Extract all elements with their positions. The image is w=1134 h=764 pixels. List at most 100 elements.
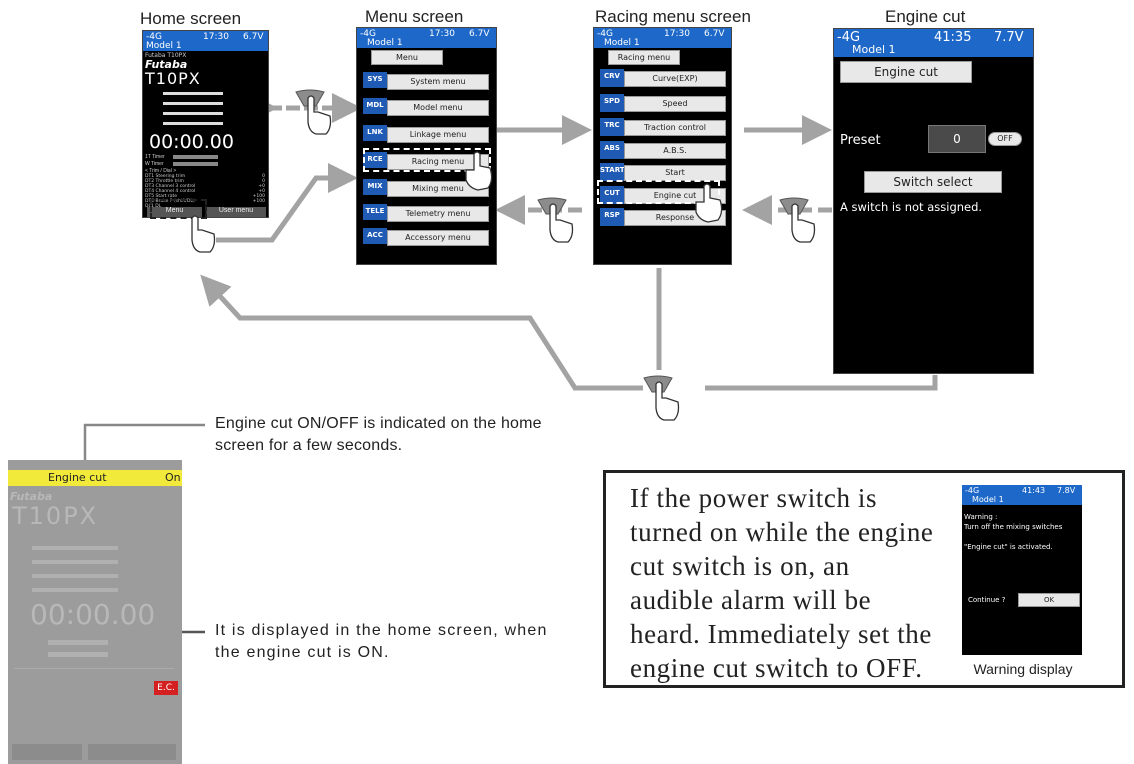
switch-select-button[interactable]: Switch select (864, 171, 1002, 193)
trim-row: DL1 DL (145, 204, 265, 209)
telemetry-icon: TELE (363, 204, 387, 220)
battery-voltage: 7.7V (994, 30, 1024, 45)
trim-area (14, 668, 174, 729)
model-menu-button[interactable]: Model menu (387, 100, 489, 116)
status-bar: -4G 41:43 7.8V Model 1 (962, 485, 1082, 505)
engine-cut-banner: Engine cut On (8, 470, 182, 486)
trim-row: DT6 Brake P (shift/DL)+100 (145, 199, 265, 204)
signal-label: -4G (146, 32, 162, 42)
ec-badge: E.C. (154, 681, 178, 695)
signal-label: -4G (360, 29, 376, 39)
trim-row: DT3 Channel 3 control+0 (145, 184, 265, 189)
ok-button[interactable]: OK (1018, 593, 1080, 607)
banner-state: On (165, 471, 181, 484)
product-logo: T10PX (12, 502, 99, 530)
arrow-home-racing (216, 163, 358, 243)
ch2-bar (32, 560, 118, 564)
timer-bar-1 (48, 640, 108, 645)
start-button[interactable]: Start (624, 165, 726, 181)
user-menu-button[interactable]: User menu (206, 207, 266, 217)
curve-exp-button[interactable]: Curve(EXP) (624, 71, 726, 87)
preset-toggle[interactable]: OFF (988, 132, 1022, 146)
model-name: Model 1 (604, 38, 640, 48)
home-screen-dimmed: Engine cut On Futaba T10PX 00:00.00 E.C. (8, 460, 182, 764)
system-menu-button[interactable]: System menu (387, 74, 489, 90)
status-bar: -4G 17:30 6.7V Model 1 (594, 28, 731, 48)
engine-cut-title: Engine cut (840, 61, 972, 83)
timer-label-2: W Timer (145, 161, 164, 167)
start-icon: START (600, 163, 625, 181)
speed-icon: SPD (600, 94, 624, 112)
battery-voltage: 6.7V (243, 32, 264, 42)
caption-home: Home screen (140, 9, 242, 28)
warning-screen: -4G 41:43 7.8V Model 1 Warning : Turn of… (962, 485, 1082, 655)
traction-icon: TRC (600, 118, 624, 136)
engine-cut-icon: CUT (600, 186, 624, 204)
signal-label: -4G (837, 30, 861, 45)
brand-logo: Futaba (10, 490, 53, 503)
signal-label: -4G (597, 29, 613, 39)
status-bar: -4G 17:30 6.7V Model 1 (143, 31, 268, 51)
menu-button-highlight (150, 199, 207, 219)
clock: 17:30 (429, 29, 455, 39)
warning-text: If the power switch is turned on while t… (630, 483, 934, 683)
abs-button[interactable]: A.B.S. (624, 143, 726, 159)
speed-button[interactable]: Speed (624, 96, 726, 112)
model-small: Futaba T10PX (145, 52, 187, 59)
battery-voltage: 6.7V (469, 29, 490, 39)
timer-display[interactable]: 00:00.00 (149, 131, 234, 153)
brand-logo: Futaba (145, 58, 188, 71)
timer-bar-1 (173, 155, 218, 159)
ch4-bar (32, 588, 118, 592)
timer-display: 00:00.00 (30, 598, 156, 631)
model-icon: MDL (363, 98, 387, 114)
abs-icon: ABS (600, 141, 624, 159)
banner-label: Engine cut (48, 471, 107, 484)
product-logo: T10PX (145, 69, 201, 88)
ch3-bar (32, 574, 118, 578)
response-button[interactable]: Response (624, 210, 726, 226)
trim-header: < Trim / Dial > (145, 168, 177, 174)
traction-control-button[interactable]: Traction control (624, 120, 726, 136)
warning-line-2: Turn off the mixing switches (964, 523, 1063, 531)
caption-racing: Racing menu screen (595, 7, 751, 26)
mixing-icon: MIX (363, 179, 387, 195)
continue-label: Continue ? (968, 596, 1006, 604)
arrow-return-home (207, 282, 938, 391)
engine-cut-highlight (597, 180, 720, 204)
preset-label: Preset (840, 133, 881, 148)
menu-button[interactable]: Menu (147, 207, 202, 217)
model-name: Model 1 (972, 495, 1004, 504)
clock: 41:43 (1022, 486, 1046, 495)
response-icon: RSP (600, 208, 624, 226)
preset-value[interactable]: 0 (928, 125, 986, 153)
racing-icon: RCE (363, 152, 387, 168)
linkage-menu-button[interactable]: Linkage menu (387, 127, 489, 143)
linkage-icon: LNK (363, 125, 387, 141)
home-screen: -4G 17:30 6.7V Model 1 Futaba T10PX Futa… (142, 30, 269, 218)
note-bottom: It is displayed in the home screen, when… (215, 622, 548, 661)
status-bar: -4G 41:35 7.7V Model 1 (834, 29, 1033, 57)
telemetry-menu-button[interactable]: Telemetry menu (387, 206, 489, 222)
clock: 41:35 (934, 30, 972, 45)
timer-label-1: 1T Timer (145, 154, 165, 160)
menu-title: Menu (371, 50, 443, 65)
system-icon: SYS (363, 72, 387, 88)
model-name: Model 1 (852, 43, 896, 56)
mixing-menu-button[interactable]: Mixing menu (387, 181, 489, 197)
timer-bar-2 (48, 652, 108, 657)
clock: 17:30 (664, 29, 690, 39)
ch3-bar (163, 112, 223, 115)
engine-cut-screen: -4G 41:35 7.7V Model 1 Engine cut Preset… (833, 28, 1034, 374)
warning-line-1: Warning : (964, 513, 998, 521)
caption-menu: Menu screen (365, 7, 464, 26)
accessory-menu-button[interactable]: Accessory menu (387, 230, 489, 246)
warning-caption: Warning display (973, 661, 1073, 677)
switch-status-message: A switch is not assigned. (840, 200, 983, 214)
accessory-icon: ACC (363, 228, 387, 244)
trim-row: DT4 Channel 4 control+0 (145, 189, 265, 194)
caption-engine: Engine cut (885, 7, 966, 26)
